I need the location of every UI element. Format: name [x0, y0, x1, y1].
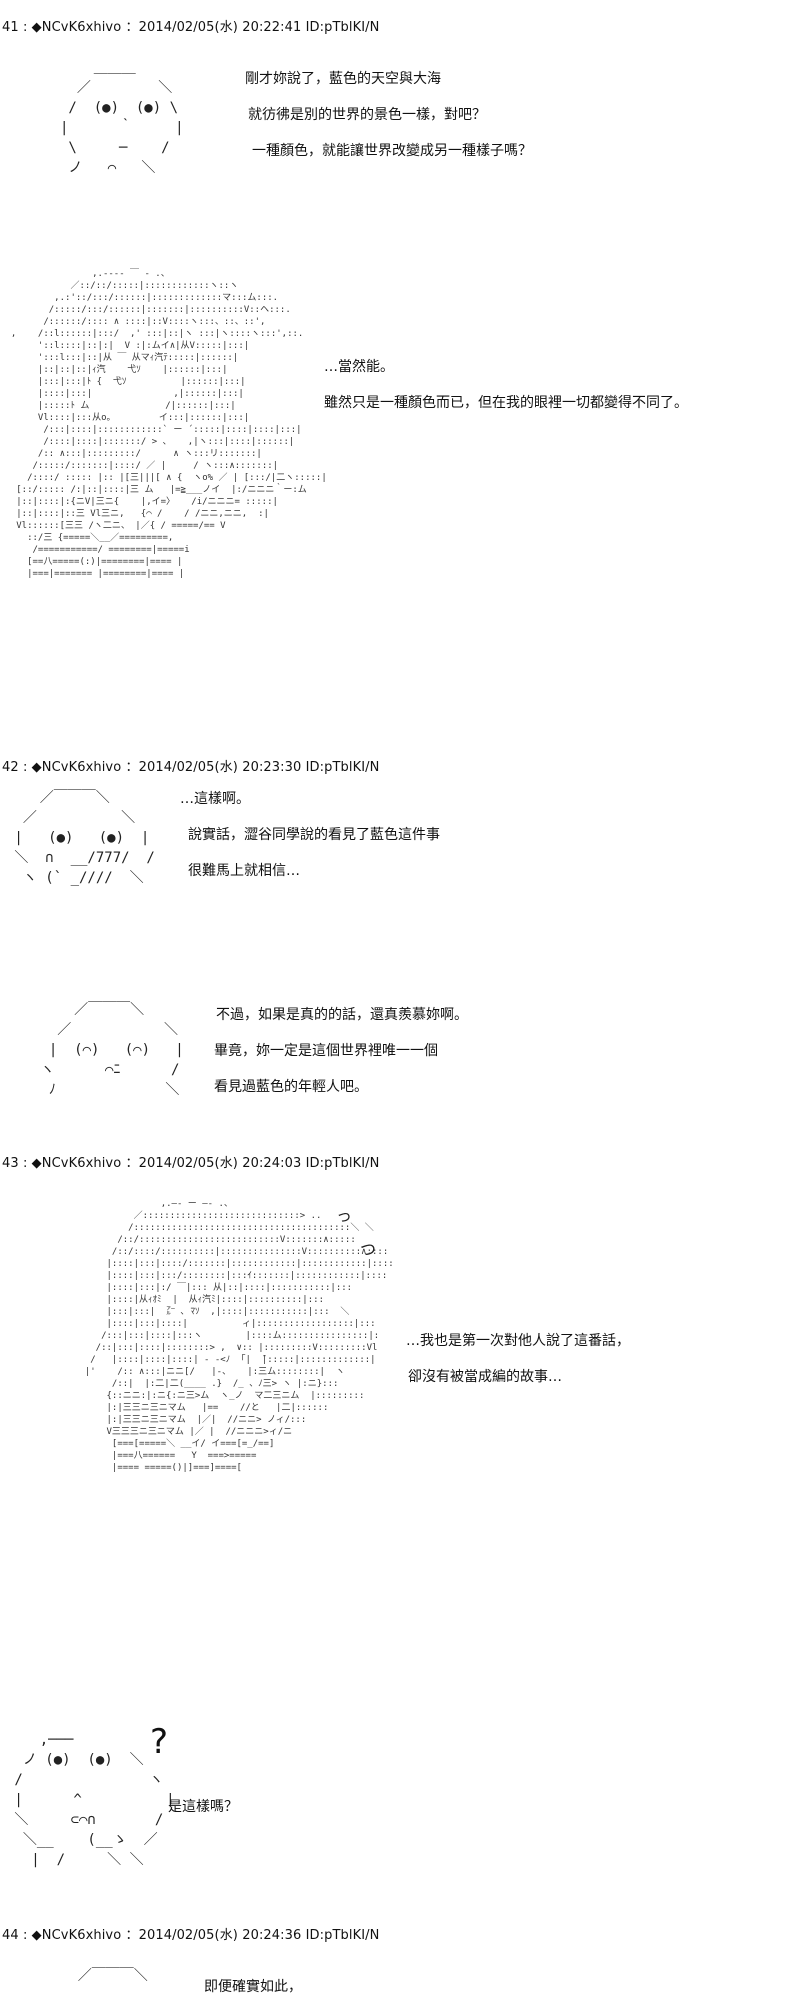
dialog-line: 不過，如果是真的的話，還真羨慕妳啊。: [216, 1007, 468, 1023]
dialog-line: 很難馬上就相信…: [188, 863, 300, 879]
dialog-line: 剛才妳說了，藍色的天空與大海: [245, 71, 441, 87]
ascii-art-face-3: ／￣￣￣＼ ／ ＼ | (⌒) (⌒) | ヽ ⌒ﾆ / ﾉ ＼: [40, 1002, 184, 1098]
dialog-line: …這樣啊。: [180, 791, 250, 807]
dialog-line: 一種顏色，就能讓世界改變成另一種樣子嗎？: [252, 143, 532, 159]
ascii-art-girl-2: ,.―‐ ー ―‐ .、 ／::::::::::::::::::::::::::…: [84, 1199, 394, 1473]
ascii-art-face-2: ／￣￣￣＼ ／ ＼ | (●) (●) | ＼ ∩ __/777/ / ヽ (`…: [14, 790, 155, 886]
squiggle-mark: つ: [360, 1240, 377, 1259]
post-header-42: 42 : ◆NCvK6xhivo ：2014/02/05(水) 20:23:30…: [2, 760, 380, 775]
ascii-art-face-4: ,─── ノ (●) (●) ＼ / ヽ | ^ | ＼ ⊂⌒∩ / ＼__ (…: [14, 1732, 175, 1868]
dialog-line: 即便確實如此，: [204, 1979, 302, 1995]
dialog-line: …我也是第一次對他人說了這番話，: [406, 1333, 630, 1349]
post-header-41: 41 : ◆NCvK6xhivo ：2014/02/05(水) 20:22:41…: [2, 20, 380, 35]
dialog-line: 就彷彿是別的世界的景色一樣，對吧？: [248, 107, 486, 123]
ascii-art-girl-1: ,.---‐ ￣ ‐ .、 ／::/::/:::::|::::::::::::ヽ…: [10, 269, 327, 579]
dialog-line: 畢竟，妳一定是這個世界裡唯一一個: [214, 1043, 438, 1059]
post-header-44: 44 : ◆NCvK6xhivo ：2014/02/05(水) 20:24:36…: [2, 1928, 380, 1943]
ascii-art-face-5: ／￣￣￣＼: [44, 1968, 148, 1984]
dialog-line: 卻沒有被當成編的故事…: [408, 1369, 562, 1385]
post-header-43: 43 : ◆NCvK6xhivo ：2014/02/05(水) 20:24:03…: [2, 1156, 380, 1171]
reply-line: 雖然只是一種顏色而已，但在我的眼裡一切都變得不同了。: [324, 395, 688, 411]
question-mark-icon: ?: [150, 1722, 169, 1762]
dialog-line: 看見過藍色的年輕人吧。: [214, 1079, 368, 1095]
reply-line: …當然能。: [324, 359, 394, 375]
ascii-art-face-1: ＿＿＿ ／ ＼ / (●) (●) \ | ｀ | \ ─ / ノ ⌒ ＼: [60, 60, 184, 176]
dialog-line: 是這樣嗎？: [168, 1799, 238, 1815]
dialog-line: 說實話，澀谷同學說的看見了藍色這件事: [188, 827, 440, 843]
squiggle-mark: っ: [336, 1206, 353, 1225]
